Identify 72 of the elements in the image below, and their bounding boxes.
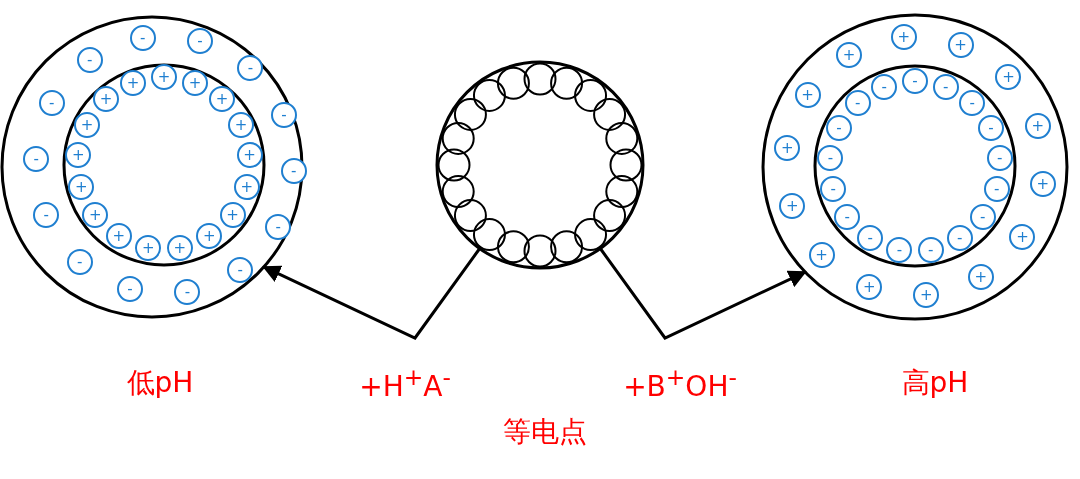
charge-sign: +	[208, 86, 235, 113]
arrow	[262, 247, 481, 340]
charge-sign: +	[196, 223, 223, 250]
charge-sign: -	[23, 145, 50, 172]
charge-sign: -	[983, 176, 1010, 203]
charge-sign: +	[1029, 170, 1056, 197]
charge-sign: -	[844, 90, 871, 117]
arrow	[599, 247, 807, 340]
particle-drawing	[0, 14, 305, 320]
charge-sign: +	[227, 111, 254, 138]
charge-sign: +	[836, 42, 863, 69]
edge-label: +B$^{+}$OH$^{-}$	[623, 363, 737, 403]
charge-sign: +	[74, 111, 100, 138]
charge-sign: +	[105, 223, 132, 250]
charge-sign: +	[93, 86, 120, 113]
charge-sign: -	[227, 256, 254, 283]
charge-sign: -	[129, 24, 156, 51]
caption: 等电点	[503, 414, 587, 450]
charge-sign: -	[886, 236, 913, 263]
charge-sign: +	[135, 234, 162, 261]
charge-sign: +	[1024, 113, 1051, 140]
charge-sign: -	[76, 47, 103, 74]
charge-sign: +	[119, 69, 146, 96]
charge-sign: -	[917, 236, 944, 263]
charge-sign: -	[265, 213, 292, 240]
charge-sign: +	[856, 273, 883, 300]
charge-sign: +	[233, 173, 260, 200]
charge-sign: -	[66, 248, 93, 275]
charge-sign: -	[871, 73, 898, 100]
charge-sign: -	[280, 158, 307, 185]
charge-sign: +	[808, 241, 835, 268]
charge-sign: -	[174, 279, 201, 306]
charge-sign: -	[38, 90, 65, 117]
edge-label: +H$^{+}$A$^{-}$	[359, 363, 451, 403]
charge-sign: -	[270, 101, 297, 128]
charge-sign: +	[182, 69, 209, 96]
charge-sign: -	[237, 55, 264, 82]
charge-sign: -	[834, 204, 861, 231]
charge-sign: -	[817, 145, 844, 172]
charge-sign: +	[947, 32, 974, 59]
charge-sign: -	[946, 225, 973, 252]
charge-sign: -	[33, 202, 60, 229]
charge-sign: -	[986, 145, 1013, 172]
node-label: 低pH	[126, 365, 194, 401]
particle-drawing	[434, 59, 646, 271]
charge-sign: +	[68, 173, 95, 200]
charge-sign: +	[236, 142, 263, 169]
particle-drawing	[760, 12, 1070, 322]
charge-sign: +	[995, 64, 1022, 91]
charge-sign: +	[82, 201, 109, 228]
charge-sign: -	[117, 276, 144, 303]
charge-sign: -	[825, 115, 852, 142]
charge-sign: +	[967, 263, 994, 290]
charge-sign: +	[779, 192, 806, 219]
charge-sign: -	[932, 73, 959, 100]
charge-sign: +	[151, 64, 177, 90]
charge-sign: +	[913, 281, 940, 308]
charge-sign: -	[857, 225, 884, 252]
charge-sign: +	[166, 234, 193, 261]
charge-sign: +	[890, 24, 917, 51]
charge-sign: -	[186, 27, 213, 54]
charge-sign: -	[959, 90, 986, 117]
charge-sign: +	[1009, 224, 1036, 251]
charge-sign: -	[978, 115, 1005, 142]
charge-sign: -	[820, 176, 847, 203]
charge-sign: -	[969, 204, 996, 231]
charge-sign: -	[902, 68, 928, 94]
charge-sign: +	[65, 142, 92, 169]
charge-sign: +	[794, 81, 821, 108]
charge-sign: +	[219, 201, 246, 228]
charge-sign: +	[774, 135, 801, 162]
node-label: 高pH	[901, 365, 969, 401]
